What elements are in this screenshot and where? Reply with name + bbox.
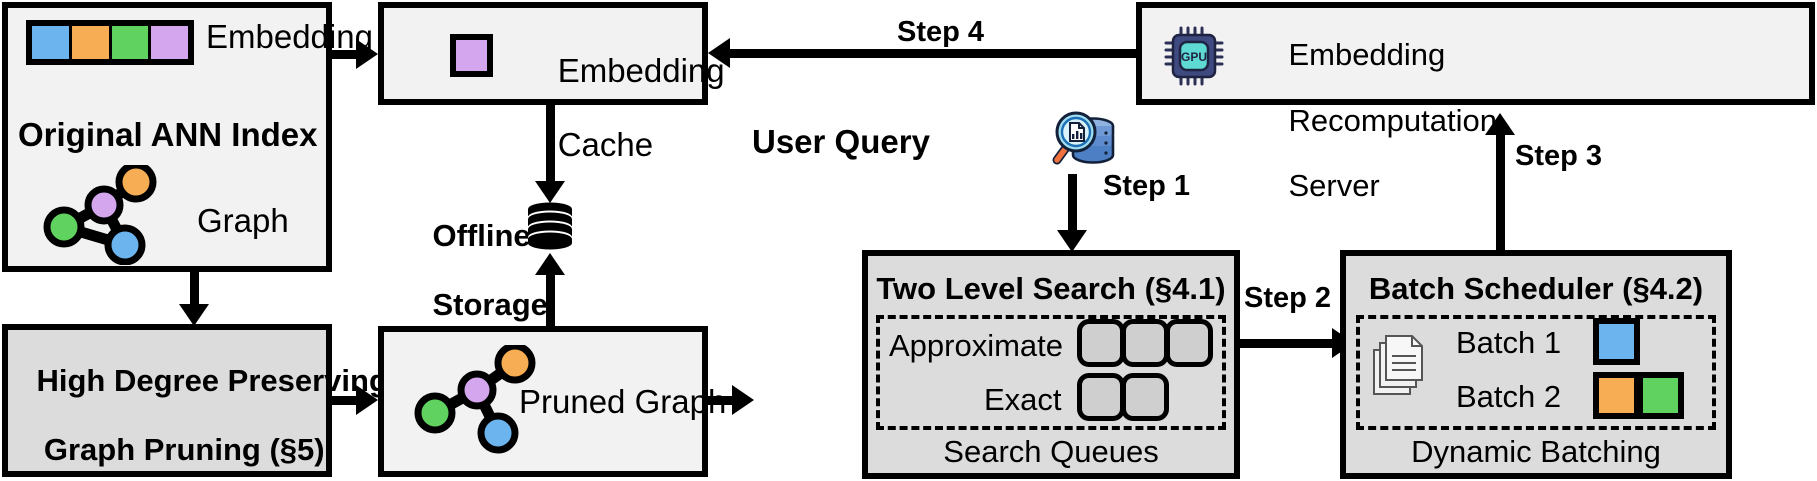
database-icon (524, 202, 576, 250)
embedding-cache-line1: Embedding (557, 51, 725, 89)
batch-1-label: Batch 1 (1456, 325, 1562, 360)
exact-slot-1 (1121, 373, 1169, 421)
recomputation-server-line3: Server (1288, 168, 1380, 204)
batch-1-swatch-0 (1593, 318, 1640, 365)
arrow-step1-head (1057, 230, 1087, 252)
original-ann-index-title: Original ANN Index (18, 116, 318, 153)
offline-storage-line1: Offline (432, 217, 531, 253)
arrow-step3-head (1485, 113, 1515, 135)
dynamic-batching-footer: Dynamic Batching (1411, 434, 1661, 469)
embedding-label: Embedding (206, 18, 373, 55)
embedding-swatch-0 (32, 26, 72, 59)
search-queues-footer: Search Queues (943, 434, 1159, 469)
arrow-index-to-cache-head (356, 39, 378, 69)
embedding-cache-title: Embedding Cache (521, 16, 725, 201)
batch-scheduler-title: Batch Scheduler (§4.2) (1368, 271, 1704, 306)
arrow-index-to-cache-line (332, 50, 360, 59)
arrow-index-to-pruning-line (190, 272, 199, 306)
arrow-step1-line (1068, 174, 1077, 232)
svg-text:GPU: GPU (1181, 50, 1207, 64)
query-search-database-icon (1048, 100, 1120, 172)
arrow-pruning-to-pruned-line (332, 396, 360, 405)
step-3-label: Step 3 (1515, 140, 1603, 172)
step-4-label: Step 4 (897, 16, 985, 48)
approximate-slot-1 (1121, 319, 1169, 367)
user-query-label: User Query (752, 123, 930, 160)
batch-2-swatch-0 (1593, 372, 1640, 419)
arrow-pruned-to-search-head (732, 385, 754, 415)
offline-storage-label: Offline Storage (398, 184, 547, 358)
arrow-step4-head (708, 38, 730, 68)
arrow-pruned-to-search-line (708, 396, 736, 405)
exact-row-label: Exact (984, 382, 1062, 417)
graph-pruning-title: High Degree Preserving Graph Pruning (§5… (2, 329, 387, 481)
embedding-swatch-1 (71, 26, 112, 59)
embedding-swatch-2 (111, 26, 152, 59)
exact-slot-0 (1077, 373, 1125, 421)
embedding-cache-box (378, 2, 708, 105)
recomputation-server-line1: Embedding (1288, 36, 1446, 72)
search-queues-panel (876, 315, 1226, 430)
recomputation-server-line2: Recomputation (1288, 102, 1497, 138)
offline-storage-line2: Storage (432, 287, 548, 323)
arrow-pruned-to-storage-line (546, 274, 555, 326)
arrow-pruning-to-pruned-head (356, 385, 378, 415)
arrow-step3-line (1496, 134, 1505, 250)
batch-2-swatch-1 (1637, 372, 1684, 419)
recomputation-server-title: Embedding Recomputation Server (1254, 6, 1497, 236)
embedding-swatch-strip (26, 20, 194, 65)
arrow-step4-line (730, 49, 1136, 58)
dynamic-batching-panel (1356, 315, 1716, 430)
arrow-pruned-to-storage-head (535, 253, 565, 275)
gpu-chip-icon: GPU (1163, 25, 1225, 87)
arrow-cache-to-storage-head (535, 181, 565, 203)
approximate-slot-2 (1165, 319, 1213, 367)
recomputation-server-box (1136, 2, 1815, 105)
embedding-cache-line2: Cache (557, 125, 654, 163)
graph-pruning-box (2, 324, 332, 477)
original-graph-illustration (36, 165, 166, 265)
arrow-index-to-pruning-head (179, 304, 209, 326)
pruned-graph-illustration (405, 345, 545, 455)
approximate-row-label: Approximate (889, 328, 1064, 363)
step-1-label: Step 1 (1103, 170, 1191, 202)
graph-pruning-line2: Graph Pruning (§5) (43, 432, 325, 468)
two-level-search-title: Two Level Search (§4.1) (876, 271, 1226, 306)
graph-pruning-line1: High Degree Preserving (36, 362, 388, 398)
embedding-cache-icon (450, 34, 493, 77)
step-2-label: Step 2 (1244, 282, 1332, 314)
graph-label: Graph (197, 202, 289, 239)
approximate-slot-0 (1077, 319, 1125, 367)
arrow-step2-line (1240, 339, 1338, 348)
batch-2-label: Batch 2 (1456, 379, 1562, 414)
embedding-swatch-3 (151, 26, 188, 59)
documents-icon (1370, 330, 1428, 398)
pruned-graph-label: Pruned Graph (519, 383, 727, 420)
arrow-cache-to-storage-line (546, 105, 555, 183)
